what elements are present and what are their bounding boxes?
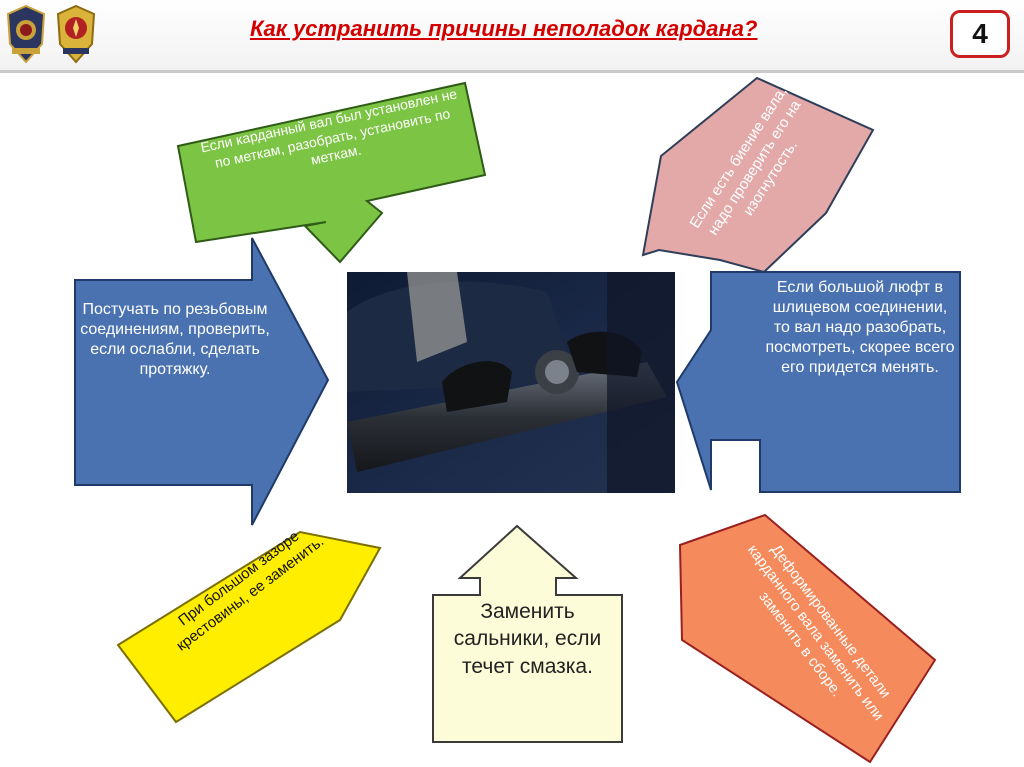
mechanic-photo bbox=[347, 272, 675, 493]
blue-left-text: Постучать по резьбовым соединениям, пров… bbox=[80, 300, 270, 380]
cream-arrow-text: Заменить сальники, если течет смазка. bbox=[440, 598, 615, 680]
blue-left-arrow-shape bbox=[75, 238, 328, 525]
blue-right-text: Если большой люфт в шлицевом соединении,… bbox=[764, 278, 956, 378]
